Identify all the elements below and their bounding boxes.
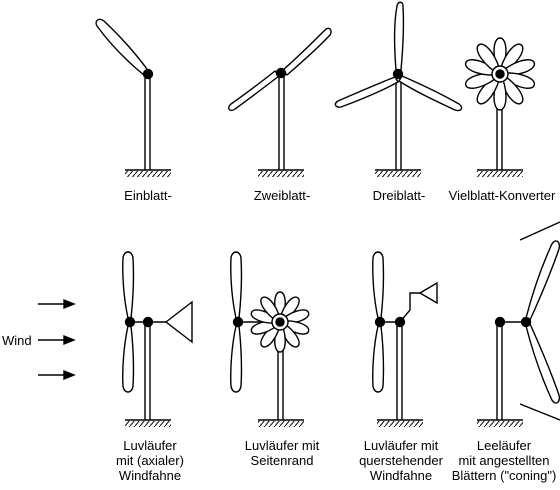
- wind-arrow: [38, 369, 76, 381]
- blade: [122, 251, 135, 319]
- blade: [228, 70, 280, 112]
- turbine-upwind-axial-vane: [122, 251, 193, 427]
- ground-hatch: [375, 169, 421, 177]
- multi-blade-rotor: [465, 37, 535, 111]
- label-line: Luvläufer mit: [363, 438, 439, 453]
- blade: [230, 251, 243, 319]
- turbine-three-blade: [334, 1, 463, 177]
- hub: [392, 68, 404, 80]
- wind-arrow: [38, 298, 76, 310]
- label-line: Windfahne: [369, 468, 433, 483]
- blade: [122, 325, 135, 393]
- blade: [398, 75, 463, 112]
- label-line: Windfahne: [118, 468, 182, 483]
- hub: [374, 316, 386, 328]
- wind-vane: [164, 300, 193, 344]
- blade: [282, 27, 332, 77]
- side-rotor-hub: [275, 317, 285, 327]
- hub: [495, 69, 505, 79]
- vane-arm: [399, 292, 420, 323]
- turbine-downwind-coning: [477, 221, 560, 427]
- cross-wind-vane: [418, 281, 438, 305]
- turbine-upwind-cross-vane: [372, 251, 438, 427]
- label-multi-blade: Vielblatt-Konverter: [448, 188, 556, 203]
- blade: [230, 325, 243, 393]
- nacelle-pivot: [142, 316, 154, 328]
- label-two-blade: Zweiblatt-: [253, 188, 311, 203]
- hub: [142, 68, 154, 80]
- turbine-multi-blade: [465, 37, 535, 177]
- coned-blade: [525, 240, 560, 321]
- label-line: Leeläufer: [476, 438, 532, 453]
- ground-hatch: [477, 419, 523, 427]
- coned-blade: [525, 323, 560, 404]
- hub: [520, 316, 532, 328]
- rotor-petal: [476, 43, 501, 76]
- turbine-two-blade: [228, 27, 332, 177]
- ground-hatch: [258, 419, 304, 427]
- label-three-blade: Dreiblatt-: [372, 188, 426, 203]
- label-upwind-axial: Luvläufer mit (axialer) Windfahne: [116, 438, 184, 483]
- label-line: Luvläufer: [123, 438, 177, 453]
- ground-hatch: [258, 169, 304, 177]
- label-one-blade: Einblatt-: [124, 188, 172, 203]
- blade: [95, 18, 150, 77]
- nacelle-pivot: [394, 316, 406, 328]
- label-wind: Wind: [2, 333, 32, 348]
- hub: [275, 67, 287, 79]
- label-downwind-coning: Leeläufer mit angestellten Blättern ("co…: [452, 438, 557, 483]
- hub: [232, 316, 244, 328]
- hub: [124, 316, 136, 328]
- label-line: mit angestellten: [458, 453, 550, 468]
- label-line: Blättern ("coning"): [451, 468, 557, 483]
- label-line: Luvläufer mit: [244, 438, 320, 453]
- ground-hatch: [377, 419, 423, 427]
- wind-arrows: [38, 298, 76, 381]
- cone-guide-line: [519, 221, 560, 241]
- wind-arrow: [38, 334, 76, 346]
- label-line: mit (axialer): [116, 453, 184, 468]
- label-line: querstehender: [359, 453, 443, 468]
- nacelle-pivot: [494, 316, 506, 328]
- blade: [334, 76, 399, 108]
- blade: [372, 325, 385, 393]
- blade: [372, 251, 385, 319]
- ground-hatch: [477, 169, 523, 177]
- ground-hatch: [125, 419, 171, 427]
- blade: [393, 1, 405, 71]
- turbine-one-blade: [95, 18, 171, 177]
- turbine-upwind-side-rotor: [230, 251, 310, 427]
- ground-hatch: [125, 169, 171, 177]
- label-line: Seitenrand: [250, 453, 314, 468]
- label-upwind-cross: Luvläufer mit querstehender Windfahne: [359, 438, 443, 483]
- label-upwind-side: Luvläufer mit Seitenrand: [245, 438, 319, 468]
- cone-guide-line: [519, 403, 560, 421]
